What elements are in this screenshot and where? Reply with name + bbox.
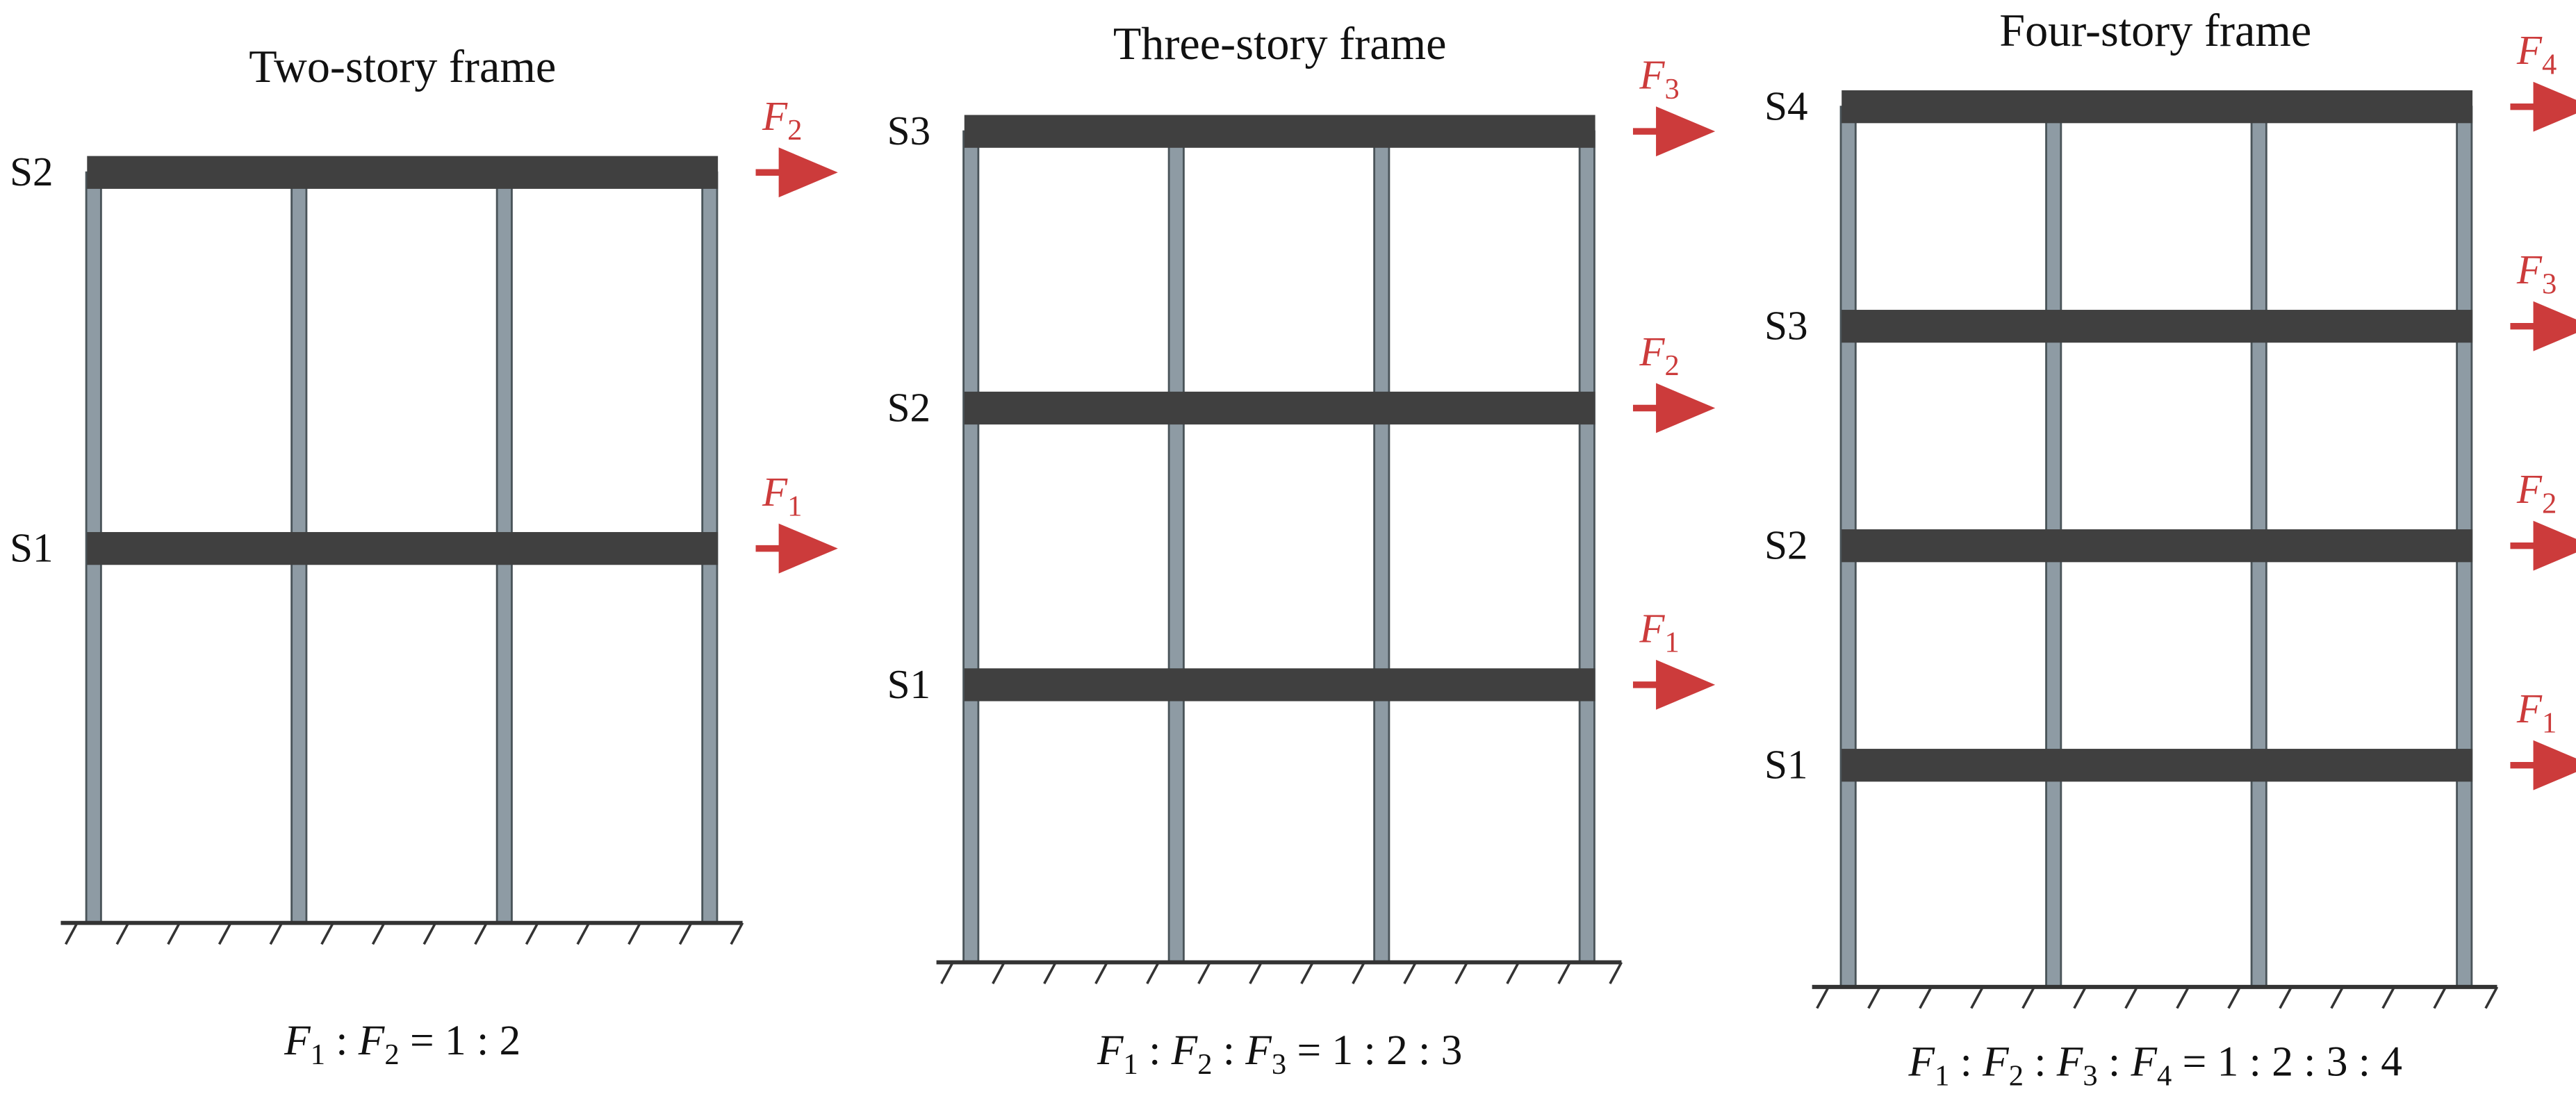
force-label: F2 bbox=[2516, 466, 2557, 520]
story-label: S3 bbox=[1764, 303, 1807, 349]
force-ratio-equation: F1 : F2 : F3 = 1 : 2 : 3 bbox=[1097, 1027, 1462, 1081]
ground-hatching bbox=[65, 922, 744, 945]
floor-beam-s2 bbox=[87, 156, 719, 189]
story-label: S3 bbox=[887, 108, 930, 154]
floor-beam-s1 bbox=[964, 668, 1595, 702]
force-label: F1 bbox=[762, 469, 802, 522]
column-3 bbox=[1373, 130, 1390, 963]
frame-title: Four-story frame bbox=[1999, 6, 2311, 56]
force-label: F3 bbox=[2516, 247, 2557, 300]
force-ratio-equation: F1 : F2 = 1 : 2 bbox=[284, 1017, 520, 1071]
force-label: F2 bbox=[762, 93, 802, 147]
story-label: S1 bbox=[10, 525, 53, 571]
story-label: S1 bbox=[887, 661, 930, 707]
column-2 bbox=[1167, 130, 1185, 963]
floor-beam-s2 bbox=[964, 391, 1595, 425]
floor-beam-s3 bbox=[964, 115, 1595, 148]
column-1 bbox=[962, 130, 980, 963]
force-label: F3 bbox=[1639, 52, 1679, 106]
floor-beam-s4 bbox=[1841, 90, 2473, 124]
floor-beam-s3 bbox=[1841, 310, 2473, 343]
story-label: S2 bbox=[1764, 522, 1807, 568]
story-label: S2 bbox=[887, 384, 930, 430]
force-label: F1 bbox=[2516, 686, 2557, 739]
floor-beam-s1 bbox=[87, 531, 719, 565]
force-ratio-equation: F1 : F2 : F3 : F4 = 1 : 2 : 3 : 4 bbox=[1908, 1038, 2403, 1093]
floor-beam-s1 bbox=[1841, 749, 2473, 782]
ground-hatching bbox=[1816, 986, 2499, 1009]
story-label: S1 bbox=[1764, 742, 1807, 788]
frame-title: Three-story frame bbox=[1113, 19, 1447, 69]
story-label: S2 bbox=[10, 149, 53, 194]
floor-beam-s2 bbox=[1841, 529, 2473, 563]
force-label: F2 bbox=[1639, 329, 1679, 382]
story-label: S4 bbox=[1764, 83, 1807, 129]
force-label: F4 bbox=[2516, 27, 2557, 81]
frame-title: Two-story frame bbox=[249, 42, 556, 92]
ground-hatching bbox=[940, 961, 1623, 984]
column-4 bbox=[1578, 130, 1595, 963]
force-label: F1 bbox=[1639, 605, 1679, 658]
